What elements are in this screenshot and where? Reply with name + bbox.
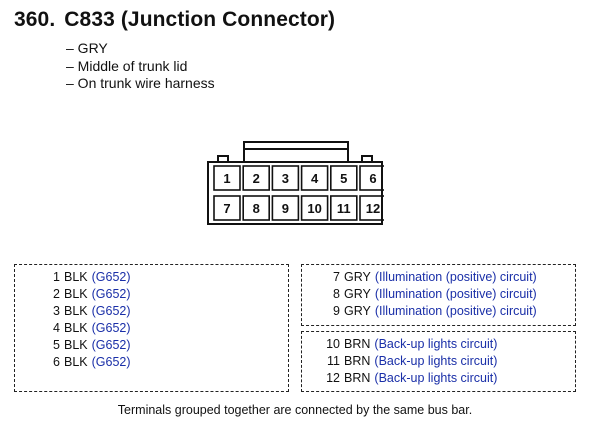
terminal-row: 2 BLK(G652): [38, 286, 131, 303]
circuit-link[interactable]: (G652): [91, 321, 131, 335]
terminal-row: 7 GRY(Illumination (positive) circuit): [316, 269, 537, 286]
wire-color: BLK: [64, 321, 88, 335]
pin-cavity: [271, 195, 300, 221]
circuit-link[interactable]: (G652): [91, 338, 131, 352]
circuit-link[interactable]: (G652): [91, 287, 131, 301]
terminal-row: 3 BLK(G652): [38, 303, 131, 320]
terminal-row: 9 GRY(Illumination (positive) circuit): [316, 303, 537, 320]
wire-color: BLK: [64, 270, 88, 284]
pin-number: 2: [252, 170, 260, 186]
connector-outline: [207, 141, 384, 225]
circuit-link[interactable]: (Illumination (positive) circuit): [374, 287, 537, 301]
circuit-link[interactable]: (G652): [91, 304, 131, 318]
bus-bar-note: Terminals grouped together are connected…: [117, 403, 473, 417]
wire-color: BLK: [64, 304, 88, 318]
section-number: 360.: [14, 8, 56, 31]
terminal-pin: 2: [53, 287, 60, 301]
terminal-pin: 5: [53, 338, 60, 352]
terminal-row: 11 BRN(Back-up lights circuit): [316, 353, 497, 370]
pin-cavity: [242, 165, 271, 191]
wire-color: BRN: [344, 371, 371, 385]
pin-cavity: [359, 195, 384, 221]
wire-color: BRN: [344, 354, 371, 368]
pin-cavity: [271, 165, 300, 191]
terminal-pin: 9: [333, 304, 340, 318]
circuit-link[interactable]: (G652): [91, 270, 131, 284]
bus-group-backup-lights: [301, 331, 576, 392]
bus-group-illumination: [301, 264, 576, 326]
circuit-link[interactable]: (Back-up lights circuit): [374, 371, 498, 385]
terminal-pin: 12: [326, 371, 340, 385]
terminal-pin: 4: [53, 321, 60, 335]
pin-cavity: [300, 195, 329, 221]
wire-color: GRY: [344, 270, 371, 284]
wire-color: BLK: [64, 287, 88, 301]
terminal-row: 4 BLK(G652): [38, 320, 131, 337]
terminal-pin: 1: [53, 270, 60, 284]
bus-group-ground: [14, 264, 289, 392]
terminal-pin: 7: [333, 270, 340, 284]
terminal-row: 5 BLK(G652): [38, 337, 131, 354]
pin-cavity: [359, 165, 384, 191]
pin-number: 5: [340, 170, 348, 186]
info-harness: – On trunk wire harness: [66, 75, 215, 91]
pin-number: 9: [281, 200, 289, 216]
pin-number: 12: [365, 200, 381, 216]
wire-color: GRY: [344, 287, 371, 301]
connector-info: – GRY – Middle of trunk lid – On trunk w…: [66, 40, 215, 93]
pin-number: 3: [281, 170, 289, 186]
circuit-link[interactable]: (Illumination (positive) circuit): [374, 270, 537, 284]
pin-number: 8: [252, 200, 260, 216]
pin-number: 6: [369, 170, 377, 186]
terminal-pin: 10: [326, 337, 340, 351]
terminal-pin: 8: [333, 287, 340, 301]
pin-cavity: [213, 195, 241, 221]
terminal-row: 1 BLK(G652): [38, 269, 131, 286]
pin-number: 10: [307, 200, 322, 216]
pin-number: 4: [310, 170, 319, 186]
pin-cavity: [242, 195, 271, 221]
wire-color: BLK: [64, 355, 88, 369]
circuit-link[interactable]: (Back-up lights circuit): [374, 354, 498, 368]
pin-number: 11: [336, 200, 351, 216]
terminal-row: 8 GRY(Illumination (positive) circuit): [316, 286, 537, 303]
circuit-link[interactable]: (Illumination (positive) circuit): [374, 304, 537, 318]
wire-color: BLK: [64, 338, 88, 352]
pin-number: 1: [223, 170, 231, 186]
terminal-pin: 11: [327, 354, 340, 368]
pin-cavity: [330, 165, 358, 191]
pin-number: 7: [223, 200, 231, 216]
pin-cavity: [300, 165, 329, 191]
info-color: – GRY: [66, 40, 108, 56]
wire-color: GRY: [344, 304, 371, 318]
circuit-link[interactable]: (G652): [91, 355, 131, 369]
wire-color: BRN: [344, 337, 371, 351]
page-title: 360. C833 (Junction Connector): [14, 8, 335, 32]
info-location: – Middle of trunk lid: [66, 57, 188, 74]
terminal-pin: 3: [53, 304, 60, 318]
terminal-row: 10 BRN(Back-up lights circuit): [316, 336, 497, 353]
terminal-pin: 6: [53, 355, 60, 369]
pin-cavity: [330, 195, 358, 221]
pin-cavity: [213, 165, 241, 191]
connector-title: C833 (Junction Connector): [64, 8, 336, 31]
terminal-row: 6 BLK(G652): [38, 354, 131, 371]
circuit-link[interactable]: (Back-up lights circuit): [374, 337, 498, 351]
terminal-row: 12 BRN(Back-up lights circuit): [316, 370, 497, 387]
